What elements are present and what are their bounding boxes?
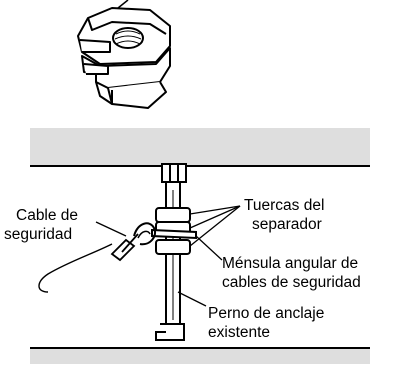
- angle-bracket: [151, 228, 197, 240]
- label-anchor-bolt-line2: existente: [208, 324, 270, 341]
- label-anchor-bolt: Perno de anclaje existente: [208, 305, 324, 341]
- label-anchor-bolt-line1: Perno de anclaje: [208, 305, 324, 322]
- leader-lines: [95, 205, 241, 307]
- label-spacer-nuts-line2: separador: [252, 216, 322, 233]
- label-safety-cable-line2: seguridad: [4, 226, 72, 243]
- spacer-nut-icon: [77, 0, 171, 109]
- label-angle-bracket-line1: Ménsula angular de: [222, 255, 358, 272]
- upper-slab: [30, 128, 370, 167]
- label-safety-cable: Cable de seguridad: [4, 207, 78, 243]
- label-angle-bracket-line2: cables de seguridad: [222, 274, 361, 291]
- lower-slab: [30, 347, 370, 364]
- label-spacer-nuts: Tuercas del separador: [244, 197, 324, 233]
- label-safety-cable-line1: Cable de: [16, 207, 78, 224]
- label-angle-bracket: Ménsula angular de cables de seguridad: [222, 255, 361, 291]
- label-spacer-nuts-line1: Tuercas del: [244, 197, 324, 214]
- safety-cable: [38, 222, 156, 293]
